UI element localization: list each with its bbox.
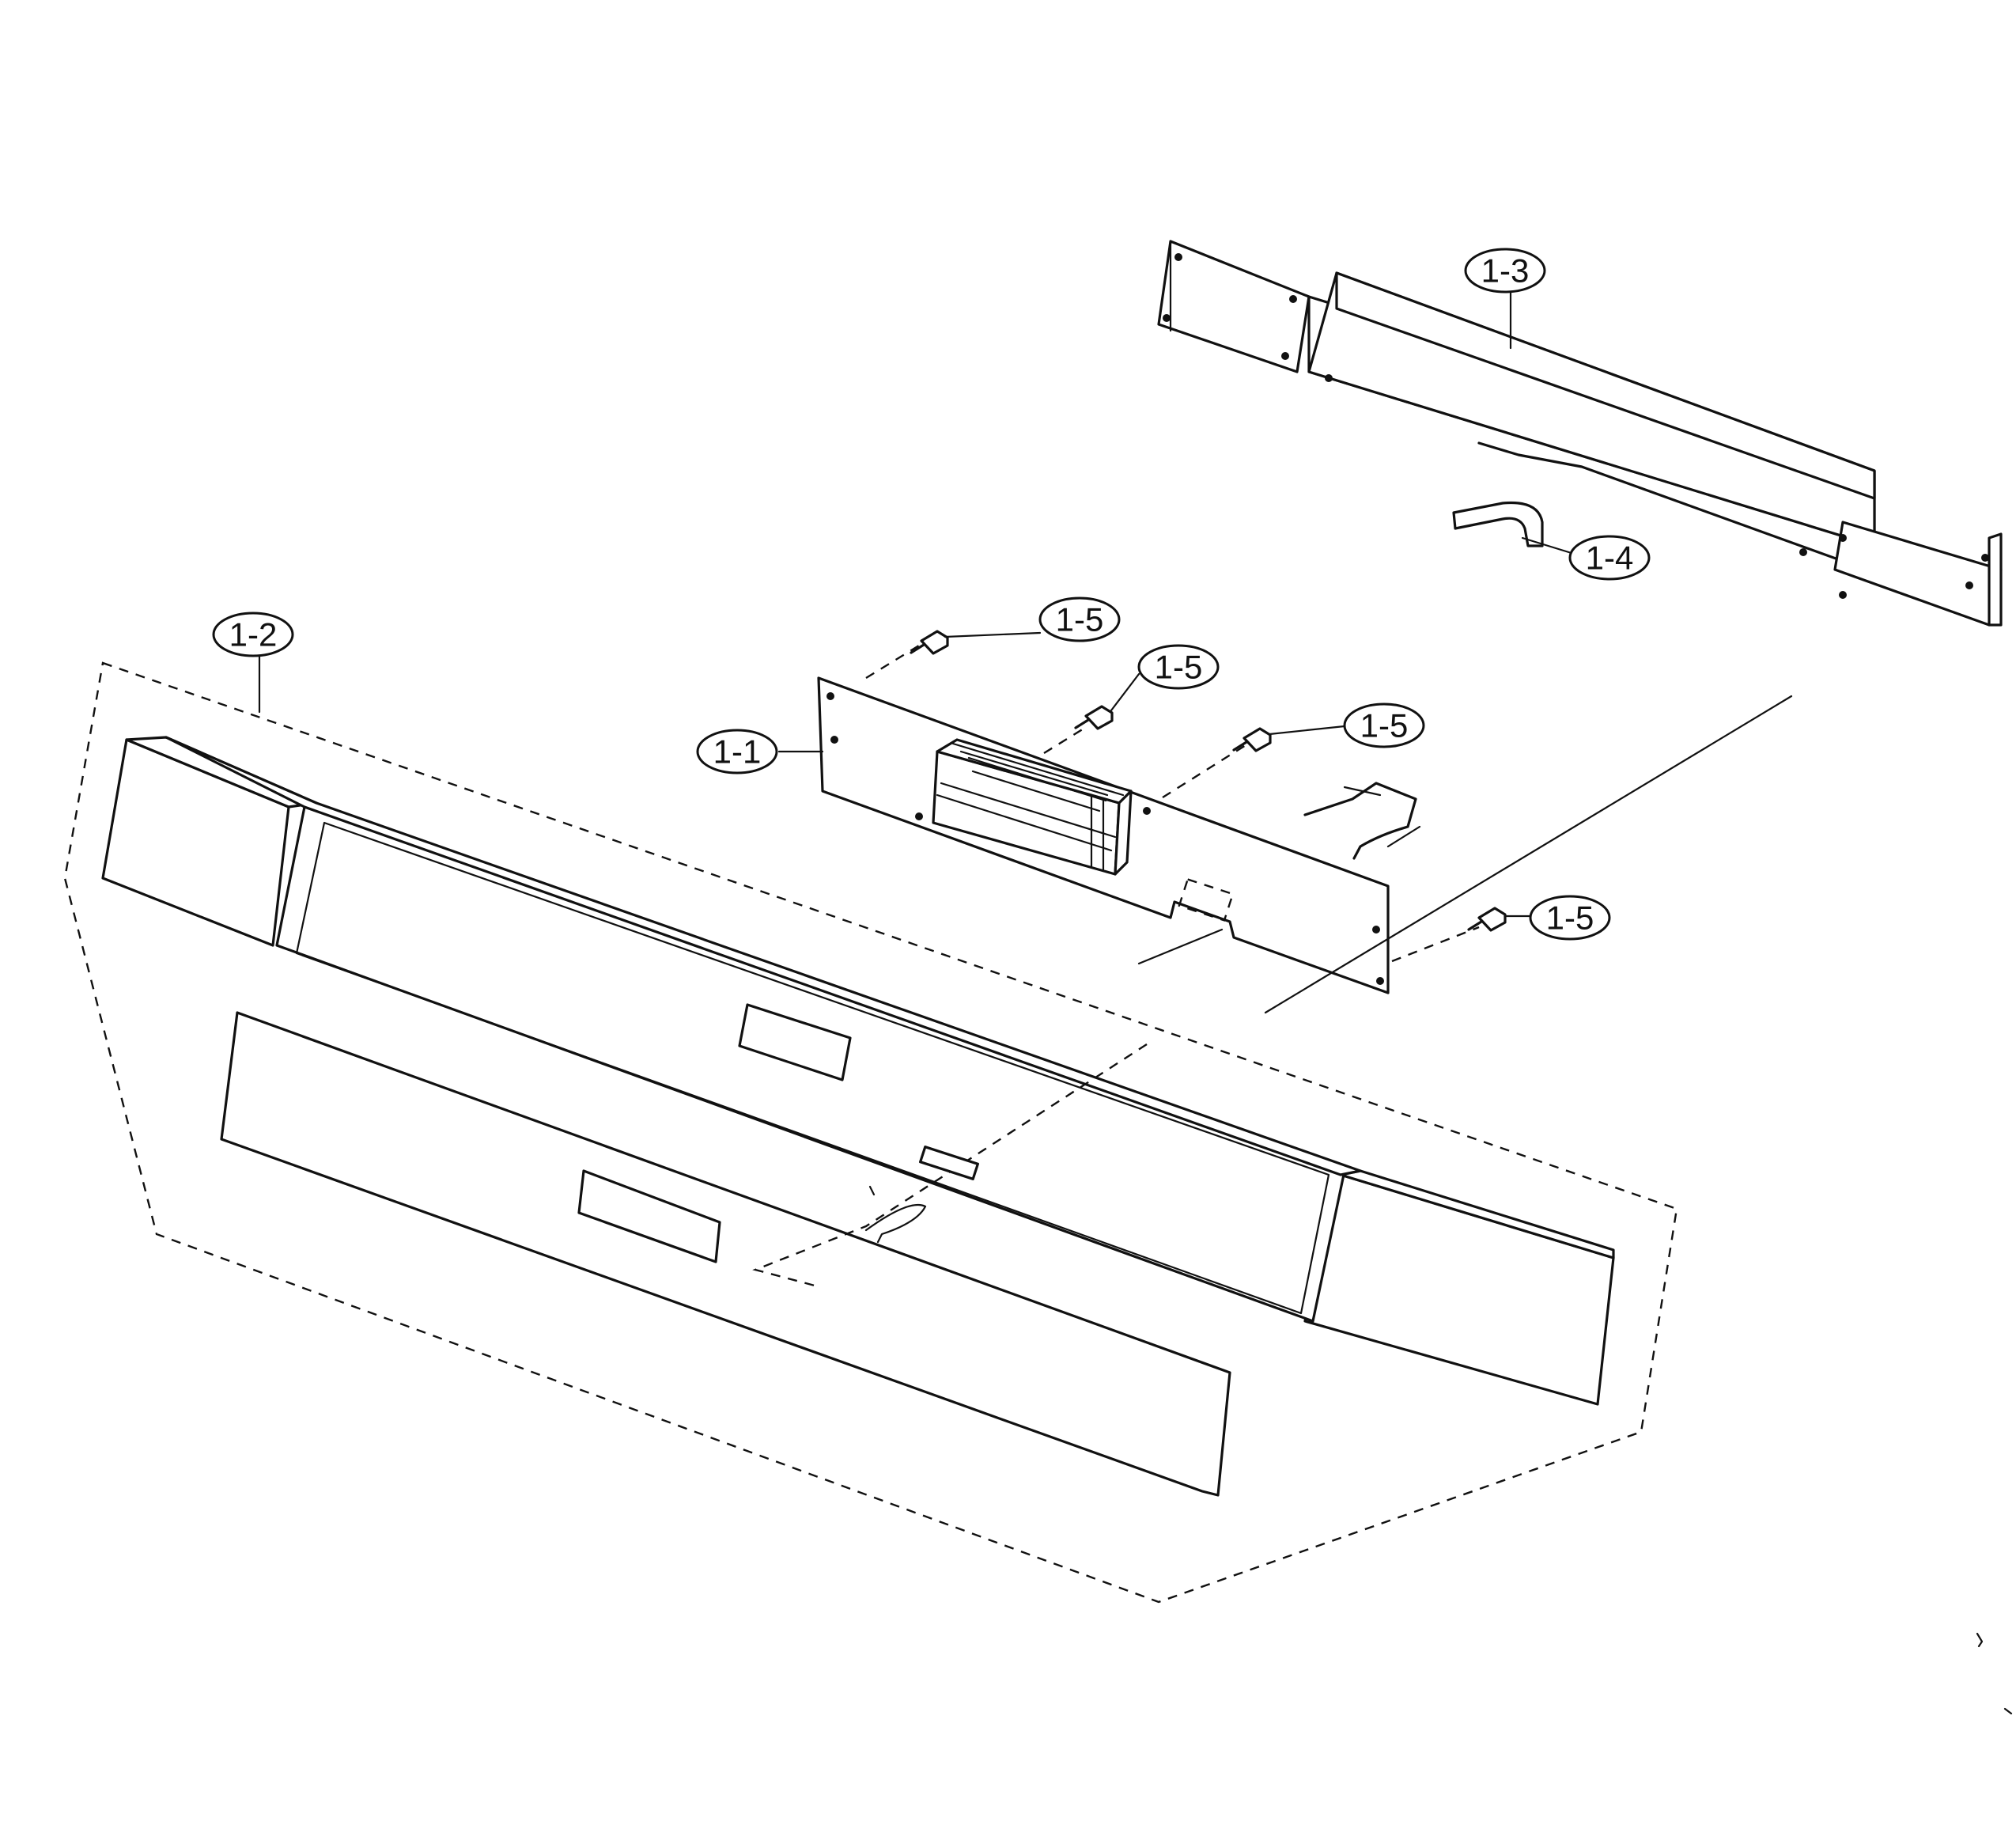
callout-leaders bbox=[258, 290, 1575, 918]
callout-1-5-upper-middle: 1-5 bbox=[1137, 644, 1220, 690]
callout-1-1: 1-1 bbox=[696, 729, 778, 774]
svg-text:1-5: 1-5 bbox=[1155, 649, 1203, 686]
assembly-guide-lines bbox=[865, 638, 1793, 1014]
screw-icon bbox=[1467, 907, 1507, 932]
scan-artifact bbox=[1976, 1632, 2013, 1715]
screw-icon bbox=[910, 630, 949, 655]
svg-text:1-3: 1-3 bbox=[1481, 252, 1530, 290]
svg-text:1-4: 1-4 bbox=[1586, 540, 1634, 577]
callout-1-5-bottom: 1-5 bbox=[1529, 895, 1611, 941]
svg-text:1-5: 1-5 bbox=[1546, 899, 1594, 937]
screw-icon bbox=[1074, 705, 1114, 730]
svg-text:1-5: 1-5 bbox=[1056, 601, 1104, 638]
callout-1-5-lower-middle: 1-5 bbox=[1343, 703, 1425, 748]
screw-icon bbox=[1232, 727, 1272, 752]
part-1-4-clip bbox=[1452, 501, 1544, 547]
callout-1-4: 1-4 bbox=[1568, 535, 1651, 581]
callout-1-3: 1-3 bbox=[1464, 248, 1546, 294]
callout-1-2: 1-2 bbox=[212, 612, 294, 657]
part-1-2-front-panel bbox=[63, 661, 1678, 1604]
svg-text:1-1: 1-1 bbox=[713, 733, 762, 771]
part-1-1-control-board bbox=[817, 676, 1417, 994]
callout-1-5-top: 1-5 bbox=[1038, 596, 1121, 642]
svg-text:1-5: 1-5 bbox=[1360, 707, 1409, 744]
part-1-3-bracket bbox=[1157, 240, 2003, 627]
svg-text:1-2: 1-2 bbox=[229, 616, 278, 653]
